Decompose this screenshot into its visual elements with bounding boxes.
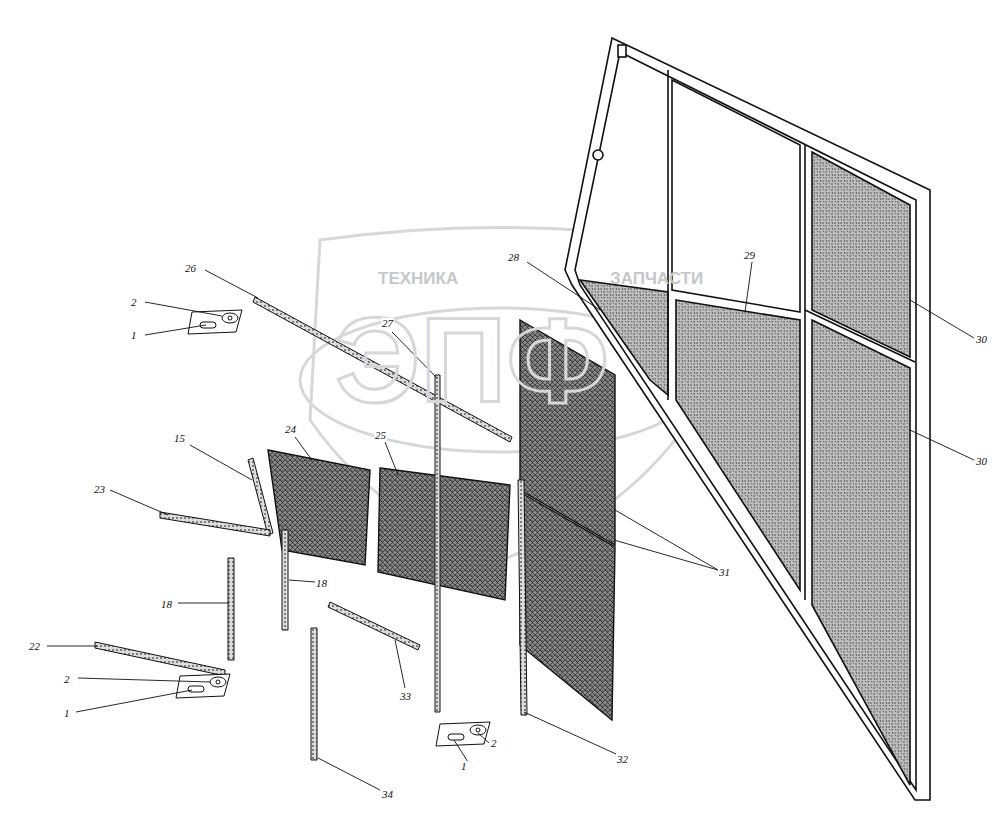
- callout-number: 27: [381, 318, 394, 329]
- callout-number: 18: [160, 599, 173, 610]
- callout-number: 1: [63, 708, 71, 719]
- callout-number: 30: [975, 456, 988, 467]
- door-frame: [565, 38, 930, 800]
- callout-number: 23: [93, 484, 106, 495]
- callout-number: 18: [315, 578, 328, 589]
- leader-lines: [47, 262, 974, 790]
- watermark-text: ЗАПЧАСТИ: [610, 270, 703, 287]
- callout-number: 22: [28, 641, 41, 652]
- watermark-text: ЭПФ: [335, 300, 609, 420]
- callout-number: 32: [616, 754, 629, 765]
- callout-number: 15: [173, 433, 186, 444]
- watermark-text: ТЕХНИКА: [378, 270, 458, 287]
- callout-number: 29: [743, 250, 756, 261]
- callout-number: 33: [399, 691, 412, 702]
- callout-number: 2: [130, 297, 138, 308]
- callout-number: 34: [381, 789, 394, 800]
- callout-number: 24: [284, 424, 297, 435]
- callout-number: 1: [130, 330, 138, 341]
- callout-number: 28: [507, 252, 520, 263]
- callout-number: 2: [490, 738, 498, 749]
- callout-number: 1: [460, 761, 468, 772]
- callout-number: 26: [184, 263, 197, 274]
- callout-number: 30: [975, 334, 988, 345]
- callout-number: 2: [63, 674, 71, 685]
- callout-number: 25: [374, 430, 387, 441]
- callout-number: 31: [718, 567, 731, 578]
